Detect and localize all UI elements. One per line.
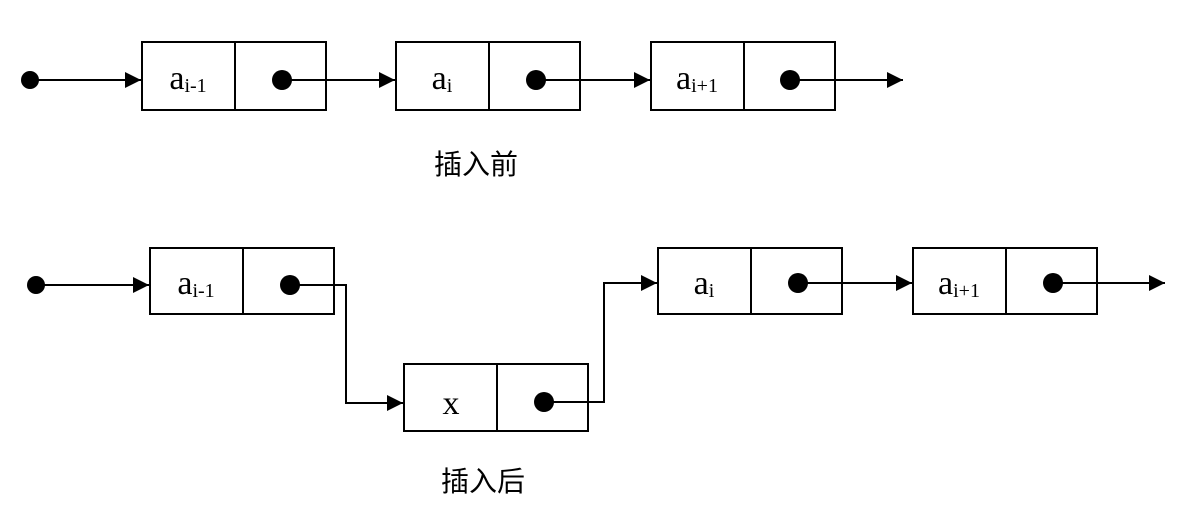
- node-data-label: ai-1: [177, 265, 214, 302]
- link-from-new-node-arrow: [544, 275, 657, 403]
- before-caption: 插入前: [434, 148, 518, 181]
- node-data-label: x: [443, 385, 460, 422]
- list-node: ai+1: [912, 247, 1098, 315]
- node-data-label: ai-1: [169, 60, 206, 97]
- node-data-label: ai: [432, 60, 453, 97]
- after-insertion-list: ai-1 x ai: [27, 247, 1165, 498]
- node-data-label: ai: [694, 265, 715, 302]
- list-node: ai-1: [149, 247, 335, 315]
- list-node: ai+1: [650, 41, 836, 111]
- link-to-new-node-arrow: [290, 284, 403, 411]
- before-insertion-list: ai-1 ai ai+1 插入前: [21, 41, 903, 181]
- list-node: ai: [395, 41, 581, 111]
- inserted-node: x: [403, 363, 589, 432]
- list-node: ai-1: [141, 41, 327, 111]
- node-data-label: ai+1: [938, 265, 980, 302]
- node-data-label: ai+1: [676, 60, 718, 97]
- list-node: ai: [657, 247, 843, 315]
- after-caption: 插入后: [441, 465, 525, 498]
